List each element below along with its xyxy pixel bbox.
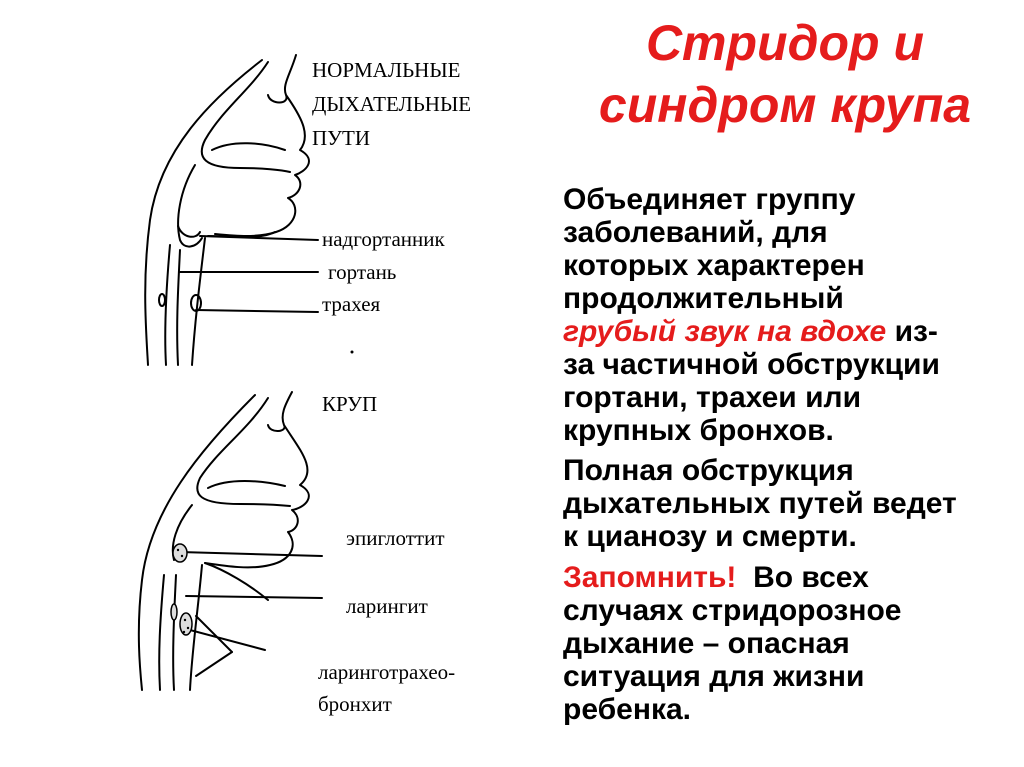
croup-esophagus	[158, 574, 165, 691]
croup-heading: КРУП	[322, 392, 378, 416]
leader-epiglottitis	[179, 551, 323, 557]
normal-airway-heading-3: ПУТИ	[312, 126, 371, 150]
croup-trachea-swelling	[170, 603, 178, 621]
croup-neck-front	[204, 562, 269, 601]
label-laryngotracheobronchitis-1: ларинготрахео-	[318, 660, 456, 684]
p1-line-8: крупных бронхов.	[563, 414, 834, 447]
label-laryngitis: ларингит	[346, 594, 428, 618]
remember-paragraph: Запомнить! Во всех случаях стридорозное …	[563, 561, 1003, 726]
normal-trachea-back	[176, 249, 181, 366]
leader-laryngitis	[185, 595, 323, 599]
anatomy-figure: НОРМАЛЬНЫЕ ДЫХАТЕЛЬНЫЕ ПУТИ надгортанник…	[137, 54, 472, 716]
p1-line-5: грубый звук на вдохе из-	[563, 315, 1003, 348]
p3-line-3: дыхание – опасная	[563, 627, 850, 660]
croup-epiglottis-swelling	[172, 543, 188, 563]
p1-line-1: Объединяет группу	[563, 183, 856, 216]
label-epiglottis: надгортанник	[322, 227, 445, 251]
p1-line-4: продолжительный	[563, 282, 844, 315]
label-larynx: гортань	[328, 260, 397, 284]
label-epiglottitis: эпиглоттит	[346, 526, 445, 550]
p3-highlight: Запомнить!	[563, 561, 737, 594]
normal-epiglottis	[177, 225, 201, 238]
p1-line-6: за частичной обструкции	[563, 348, 940, 381]
p1-line-3: которых характерен	[563, 249, 865, 282]
p3-first: Во всех	[736, 561, 869, 594]
p3-line-4: ситуация для жизни	[563, 660, 865, 693]
normal-palate	[211, 142, 286, 151]
croup-trachea-front	[189, 564, 203, 691]
normal-trachea-front	[191, 237, 206, 366]
croup-face-profile	[204, 391, 310, 569]
leader-trachea	[195, 309, 319, 313]
label-trachea: трахея	[322, 292, 381, 316]
leader-ltb-a	[189, 629, 266, 651]
leader-ltb-b	[195, 615, 233, 653]
normal-airway-heading-1: НОРМАЛЬНЫЕ	[312, 58, 461, 82]
normal-back-of-head	[144, 59, 263, 366]
p1-highlight: грубый звук на вдохе	[563, 315, 887, 348]
p1-after-highlight: из-	[886, 315, 938, 348]
p2-line-2: дыхательных путей ведет	[563, 487, 957, 520]
leader-epiglottis	[199, 235, 319, 241]
croup-trachea-back	[172, 574, 177, 691]
p3-line-5: ребенка.	[563, 693, 691, 726]
p3-line-2: случаях стридорозное	[563, 594, 902, 627]
leader-ltb-c	[195, 651, 233, 677]
normal-esophagus	[164, 244, 171, 366]
normal-airway-heading-2: ДЫХАТЕЛЬНЫЕ	[312, 92, 472, 116]
normal-nasal-cavity	[200, 61, 291, 173]
obstruction-paragraph: Полная обструкция дыхательных путей веде…	[563, 454, 1003, 553]
p1-line-7: гортани, трахеи или	[563, 381, 862, 414]
p2-line-1: Полная обструкция	[563, 454, 854, 487]
slide-title: Стридор и синдром крупа	[560, 12, 1010, 136]
normal-small-node	[158, 293, 166, 307]
croup-back-of-head	[137, 394, 256, 691]
croup-nasal-cavity	[196, 397, 291, 507]
croup-palate	[207, 480, 286, 489]
anatomy-drawing	[137, 54, 354, 691]
p3-line-1: Запомнить! Во всех	[563, 561, 1003, 594]
slide-title-line-2: синдром крупа	[598, 77, 972, 133]
label-laryngotracheobronchitis-2: бронхит	[318, 692, 392, 716]
definition-paragraph: Объединяет группу заболеваний, для котор…	[563, 183, 1003, 447]
normal-pharynx	[177, 164, 203, 248]
p1-line-2: заболеваний, для	[563, 216, 828, 249]
slide-title-line-1: Стридор и	[645, 15, 925, 71]
croup-larynx-swelling	[179, 612, 193, 636]
p2-line-3: к цианозу и смерти.	[563, 520, 857, 553]
